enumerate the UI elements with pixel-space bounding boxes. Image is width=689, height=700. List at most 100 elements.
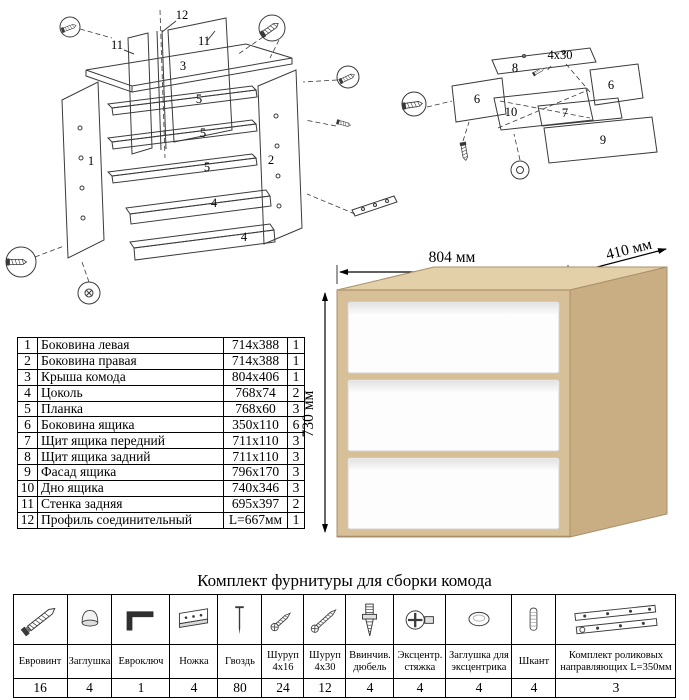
hardware-name: Шуруп 4x16 xyxy=(261,644,305,679)
part-label-3: 3 xyxy=(180,59,186,73)
hardware-icon-cell xyxy=(555,594,677,645)
hardware-icon-cell xyxy=(217,594,263,645)
hardware-icons-row xyxy=(12,594,677,645)
drawer-labels: 8 6 6 10 7 9 4x30 xyxy=(474,48,614,147)
dresser-body xyxy=(336,266,668,538)
part-num: 3 xyxy=(17,368,38,386)
part-qty: 6 xyxy=(287,416,305,434)
part-name: Планка xyxy=(37,400,224,418)
part-num: 11 xyxy=(17,495,38,513)
hardware-qty: 3 xyxy=(555,678,677,698)
part-name: Фасад ящика xyxy=(37,464,224,482)
hardware-name: Заглушка для эксцентрика xyxy=(445,644,513,679)
hardware-qty: 12 xyxy=(303,678,347,698)
nail-icon xyxy=(235,605,245,635)
part-size: 768x74 xyxy=(223,384,288,402)
part-size: 350x110 xyxy=(223,416,288,434)
part-label-6: 6 xyxy=(474,92,480,106)
part-name: Стенка задняя xyxy=(37,495,224,513)
hardware-icon-cell xyxy=(303,594,347,645)
hardware-name: Заглушка xyxy=(66,644,113,679)
fastener-callouts xyxy=(5,14,360,305)
part-label-5: 5 xyxy=(204,160,210,174)
part-label-9: 9 xyxy=(600,133,606,147)
hardware-qty: 4 xyxy=(393,678,447,698)
hardware-qty: 1 xyxy=(111,678,171,698)
part-num: 10 xyxy=(17,480,38,497)
width-label: 804 мм xyxy=(429,249,476,266)
part-name: Щит ящика передний xyxy=(37,432,224,450)
part-name: Боковина ящика xyxy=(37,416,224,434)
part-name: Боковина левая xyxy=(37,337,224,354)
part-size: 796x170 xyxy=(223,464,288,482)
hardware-icon-cell xyxy=(393,594,447,645)
part-size: 804x406 xyxy=(223,368,288,386)
hardware-qty: 4 xyxy=(66,678,113,698)
height-label: 730 мм xyxy=(300,390,317,437)
part-name: Боковина правая xyxy=(37,352,224,370)
hardware-section: Комплект фурнитуры для сборки комода xyxy=(0,571,689,698)
hex-key-icon xyxy=(126,610,154,631)
part-label-5: 5 xyxy=(196,92,202,106)
drawer-slides-icon xyxy=(574,604,658,634)
hardware-qty: 80 xyxy=(217,678,263,698)
part-size: L=667мм xyxy=(223,511,288,529)
wood-dowel-icon xyxy=(530,607,538,631)
drawer-diagram: 8 6 6 10 7 9 4x30 xyxy=(401,47,658,180)
part-num: 1 xyxy=(17,337,38,354)
part-label-11: 11 xyxy=(111,38,123,52)
part-label-12: 12 xyxy=(176,8,189,22)
part-size: 695x397 xyxy=(223,495,288,513)
part-label-6: 6 xyxy=(608,78,614,92)
part-name: Крыша комода xyxy=(37,368,224,386)
part-label-5: 5 xyxy=(200,126,206,140)
hardware-name: Ножка xyxy=(169,644,219,679)
hardware-icon-cell xyxy=(511,594,557,645)
hardware-table: Евровинт Заглушка Евроключ Ножка Гвоздь … xyxy=(12,594,677,698)
part-name: Дно ящика xyxy=(37,480,224,497)
insert-dowel-icon xyxy=(362,603,378,636)
hardware-title: Комплект фурнитуры для сборки комода xyxy=(197,571,492,590)
hardware-qty: 4 xyxy=(445,678,513,698)
plug-cap-icon xyxy=(81,609,98,626)
hardware-name: Ввинчив. дюбель xyxy=(345,644,395,679)
part-size: 768x60 xyxy=(223,400,288,418)
hardware-qty-row: 16 4 1 4 80 24 12 4 4 4 4 3 xyxy=(12,678,677,698)
dresser-render: 804 мм 410 мм 730 мм xyxy=(300,238,668,538)
part-label-4: 4 xyxy=(211,196,218,210)
part-num: 12 xyxy=(17,511,38,529)
part-num: 5 xyxy=(17,400,38,418)
part-name: Щит ящика задний xyxy=(37,448,224,466)
part-size: 711x110 xyxy=(223,448,288,466)
part-label-2: 2 xyxy=(268,153,274,167)
screw-size-label: 4x30 xyxy=(548,48,573,62)
part-label-11: 11 xyxy=(198,34,210,48)
hardware-qty: 24 xyxy=(261,678,305,698)
exploded-assembly-diagrams: 12 11 11 3 1 2 5 5 5 4 4 xyxy=(5,8,658,305)
part-num: 6 xyxy=(17,416,38,434)
hardware-name: Шкант xyxy=(511,644,557,679)
cam-lock-icon xyxy=(405,609,434,630)
hardware-icon-cell xyxy=(111,594,171,645)
hardware-name: Комплект роликовых направляющих L=350мм xyxy=(555,644,677,679)
hardware-icon-cell xyxy=(12,594,68,645)
part-num: 2 xyxy=(17,352,38,370)
part-label-1: 1 xyxy=(88,154,94,168)
hardware-qty: 4 xyxy=(511,678,557,698)
part-label-8: 8 xyxy=(512,61,518,75)
part-label-7: 7 xyxy=(562,106,568,120)
furniture-leg-icon xyxy=(179,607,209,628)
hardware-name: Евровинт xyxy=(12,644,68,679)
depth-label: 410 мм xyxy=(604,238,654,264)
carcass-labels: 12 11 11 3 1 2 5 5 5 4 4 xyxy=(88,8,274,244)
part-qty: 1 xyxy=(287,511,305,529)
